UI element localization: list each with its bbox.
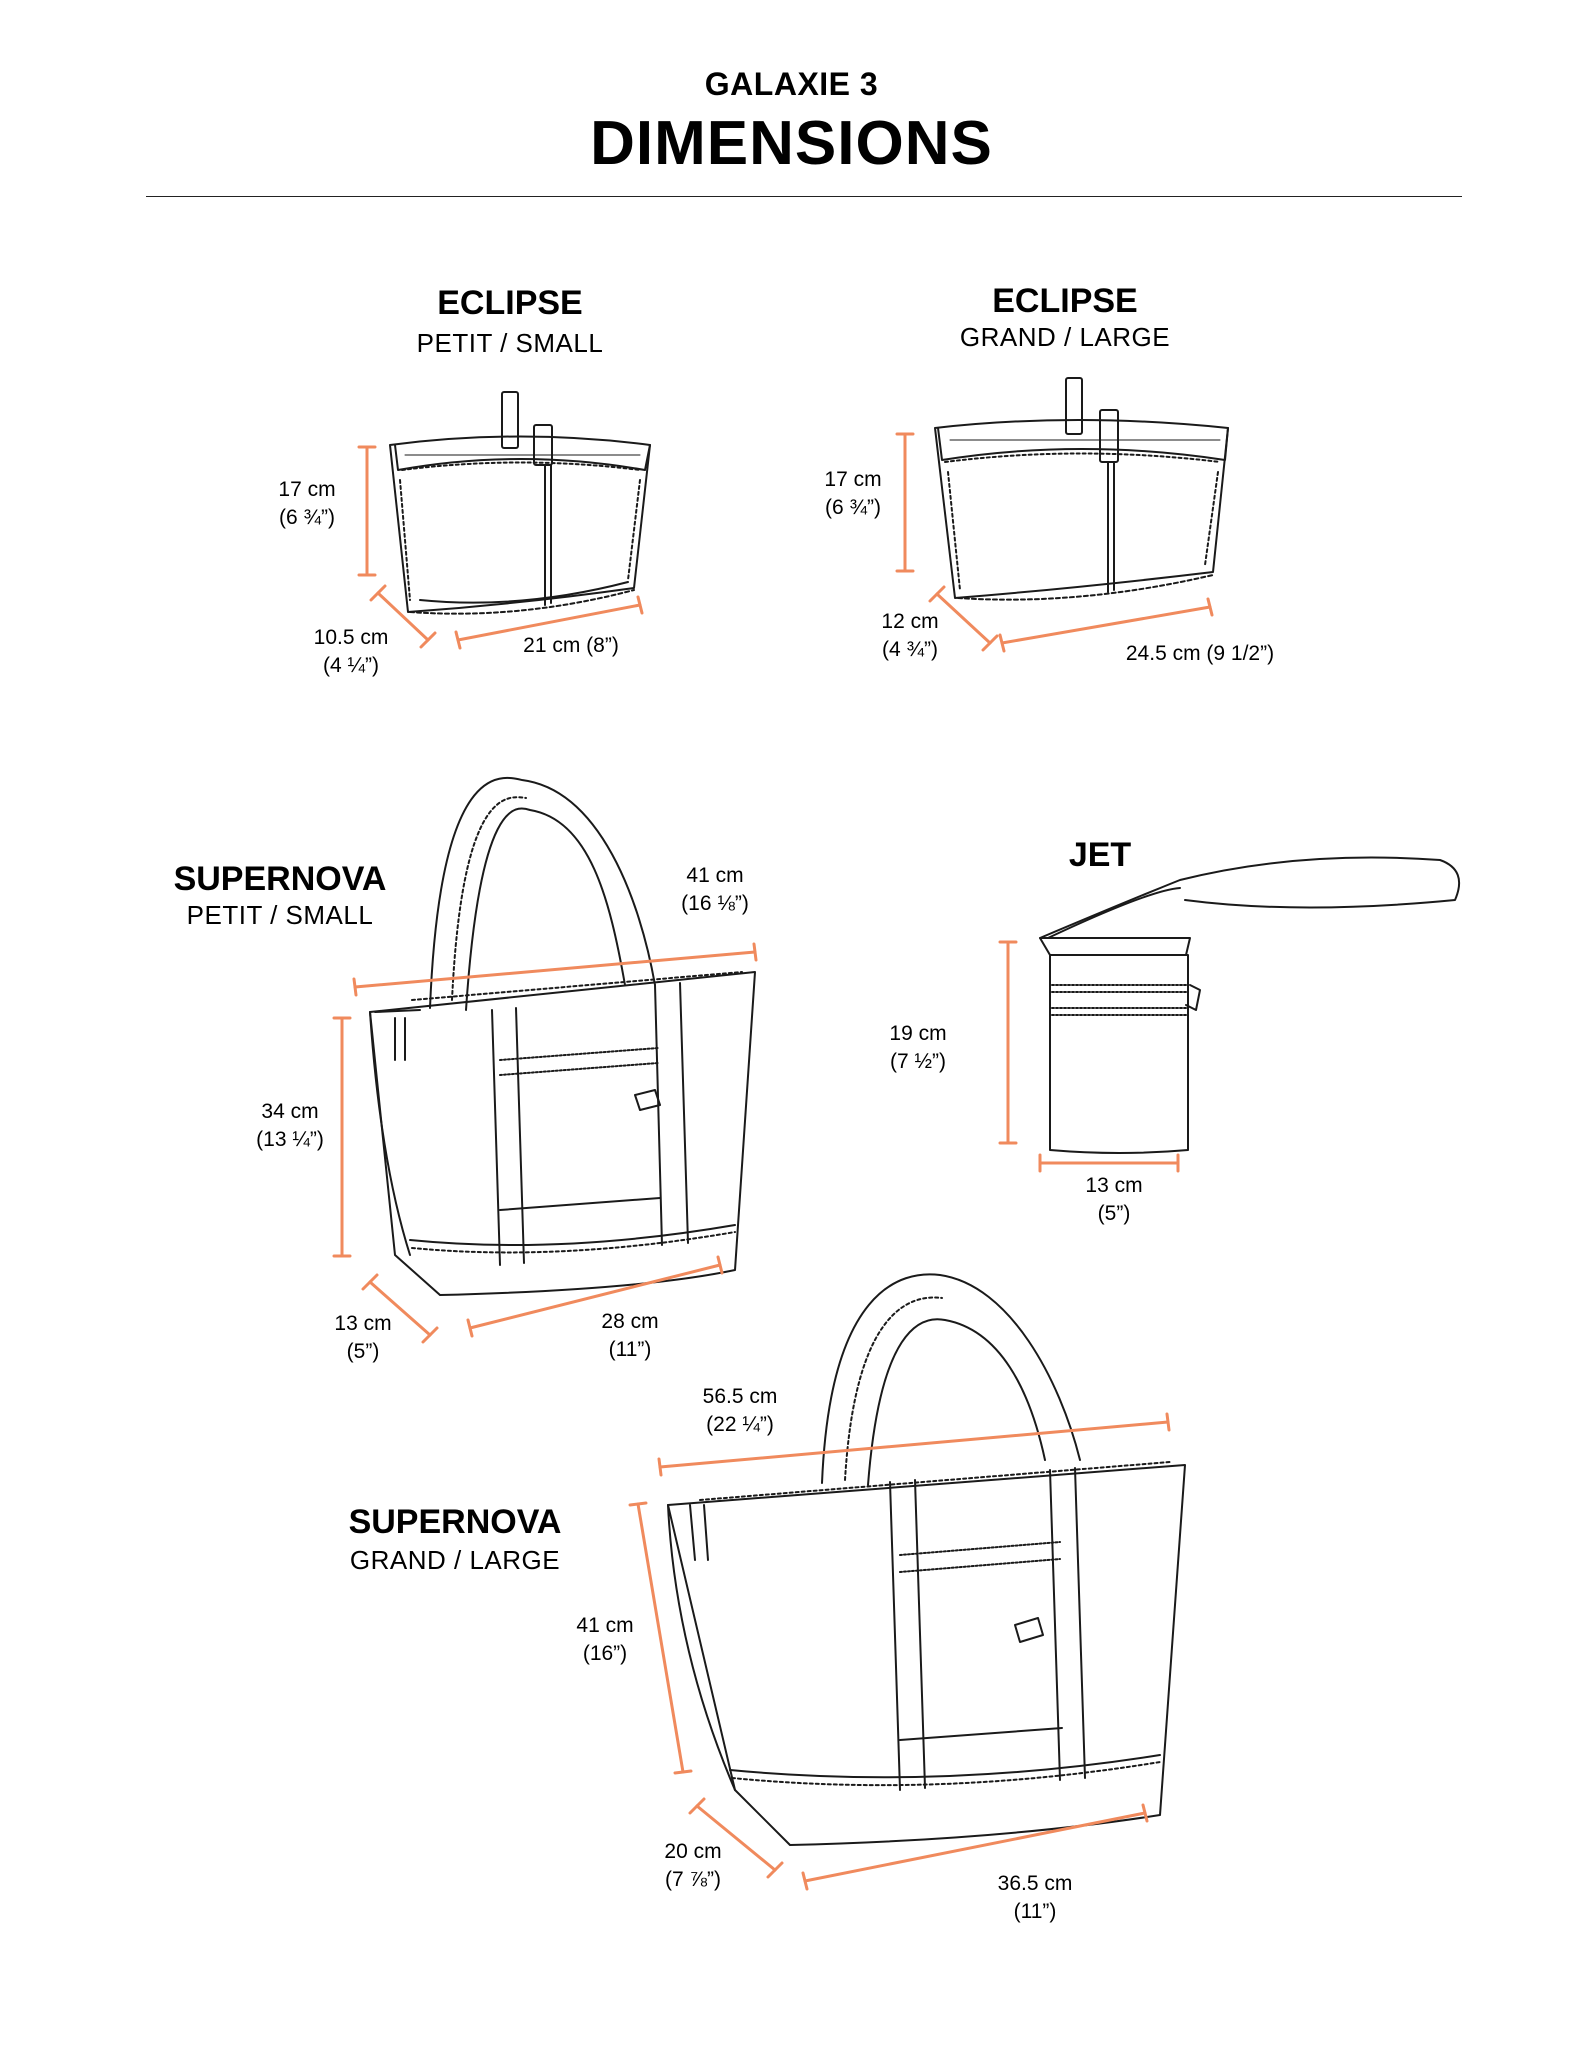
supernova-large-width-in: (11”) bbox=[1013, 1900, 1057, 1923]
supernova-large-top-width-cm: 56.5 cm bbox=[702, 1385, 778, 1408]
supernova-small-top-width: 41 cm (16 ⅛”) bbox=[665, 862, 765, 918]
eclipse-small-height-in: (6 ¾”) bbox=[278, 506, 335, 529]
supernova-small-top-width-in: (16 ⅛”) bbox=[681, 892, 749, 915]
eclipse-large-height-cm: 17 cm bbox=[824, 468, 882, 491]
eclipse-large-width: 24.5 cm (9 1/2”) bbox=[1125, 642, 1275, 665]
supernova-small-height: 34 cm (13 ¼”) bbox=[240, 1098, 340, 1154]
supernova-small-width: 28 cm (11”) bbox=[580, 1308, 680, 1364]
supernova-small-top-width-cm: 41 cm bbox=[686, 864, 744, 887]
eclipse-large-depth-cm: 12 cm bbox=[881, 610, 939, 633]
eclipse-large-size: GRAND / LARGE bbox=[959, 322, 1171, 352]
supernova-small-name: SUPERNOVA bbox=[173, 860, 387, 898]
collection-name: GALAXIE 3 bbox=[704, 66, 879, 102]
jet-height-cm: 19 cm bbox=[889, 1022, 947, 1045]
eclipse-small-size: PETIT / SMALL bbox=[416, 328, 604, 358]
jet-width-in: (5”) bbox=[1097, 1202, 1131, 1225]
supernova-large-height: 41 cm (16”) bbox=[555, 1612, 655, 1668]
eclipse-large-depth: 12 cm (4 ¾”) bbox=[860, 608, 960, 664]
eclipse-small-name: ECLIPSE bbox=[437, 284, 583, 322]
jet-name: JET bbox=[1068, 836, 1132, 874]
jet-drawing bbox=[1039, 856, 1460, 1154]
supernova-large-depth: 20 cm (7 ⅞”) bbox=[648, 1838, 738, 1894]
supernova-large-depth-in: (7 ⅞”) bbox=[664, 1868, 721, 1891]
eclipse-small-drawing bbox=[389, 391, 651, 615]
supernova-large-top-width-in: (22 ¼”) bbox=[706, 1413, 774, 1436]
supernova-small-size: PETIT / SMALL bbox=[186, 900, 374, 930]
page-title: DIMENSIONS bbox=[590, 109, 993, 178]
supernova-large-size: GRAND / LARGE bbox=[349, 1545, 561, 1575]
eclipse-small-depth-in: (4 ¼”) bbox=[322, 654, 379, 677]
eclipse-small-height: 17 cm (6 ¾”) bbox=[262, 476, 352, 532]
jet-height: 19 cm (7 ½”) bbox=[868, 1020, 968, 1076]
eclipse-small-height-cm: 17 cm bbox=[278, 478, 336, 501]
supernova-small-depth-cm: 13 cm bbox=[334, 1312, 392, 1335]
supernova-small-width-cm: 28 cm bbox=[601, 1310, 659, 1333]
eclipse-large-height-in: (6 ¾”) bbox=[824, 496, 881, 519]
supernova-small-width-in: (11”) bbox=[608, 1338, 652, 1361]
supernova-large-width: 36.5 cm (11”) bbox=[980, 1870, 1090, 1926]
eclipse-large-height: 17 cm (6 ¾”) bbox=[808, 466, 898, 522]
supernova-large-name: SUPERNOVA bbox=[348, 1503, 562, 1541]
supernova-small-depth: 13 cm (5”) bbox=[318, 1310, 408, 1366]
supernova-large-depth-cm: 20 cm bbox=[664, 1840, 722, 1863]
eclipse-large-name: ECLIPSE bbox=[992, 282, 1138, 320]
eclipse-small-depth-cm: 10.5 cm bbox=[313, 626, 389, 649]
eclipse-large-depth-in: (4 ¾”) bbox=[881, 638, 938, 661]
supernova-large-height-cm: 41 cm bbox=[576, 1614, 634, 1637]
jet-width: 13 cm (5”) bbox=[1064, 1172, 1164, 1228]
jet-width-cm: 13 cm bbox=[1085, 1174, 1143, 1197]
eclipse-large-drawing bbox=[934, 377, 1229, 601]
supernova-large-top-width: 56.5 cm (22 ¼”) bbox=[680, 1383, 800, 1439]
supernova-large-width-cm: 36.5 cm bbox=[997, 1872, 1073, 1895]
eclipse-small-width: 21 cm (8”) bbox=[523, 634, 619, 657]
supernova-large-height-in: (16”) bbox=[582, 1642, 628, 1665]
supernova-small-height-cm: 34 cm bbox=[261, 1100, 319, 1123]
measurement-lines bbox=[332, 432, 1214, 1891]
eclipse-small-depth: 10.5 cm (4 ¼”) bbox=[296, 624, 406, 680]
supernova-small-drawing bbox=[369, 776, 756, 1296]
supernova-large-drawing bbox=[667, 1273, 1186, 1846]
header-divider bbox=[146, 196, 1462, 197]
supernova-small-depth-in: (5”) bbox=[346, 1340, 380, 1363]
supernova-small-height-in: (13 ¼”) bbox=[256, 1128, 324, 1151]
jet-height-in: (7 ½”) bbox=[889, 1050, 946, 1073]
